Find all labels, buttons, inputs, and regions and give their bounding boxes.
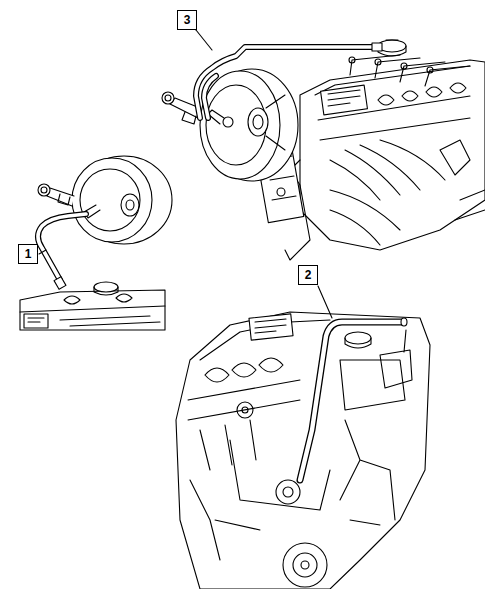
callout-box: 3 [177,10,197,30]
left-engine-fragment [20,282,165,330]
callout-number: 2 [305,269,312,281]
leader-line [196,30,212,50]
upper-brake-booster [162,69,298,181]
callout-box: 2 [298,265,318,285]
leader-line [318,286,332,318]
callout-box: 1 [18,244,38,264]
vacuum-hose-2 [300,318,407,480]
vacuum-hose-1 [38,214,86,289]
vacuum-hose-3 [196,43,382,118]
callout-number: 3 [184,14,191,26]
leader-line [39,250,46,254]
callout-number: 1 [25,248,32,260]
lower-engine [176,312,430,589]
left-brake-booster [38,156,172,244]
